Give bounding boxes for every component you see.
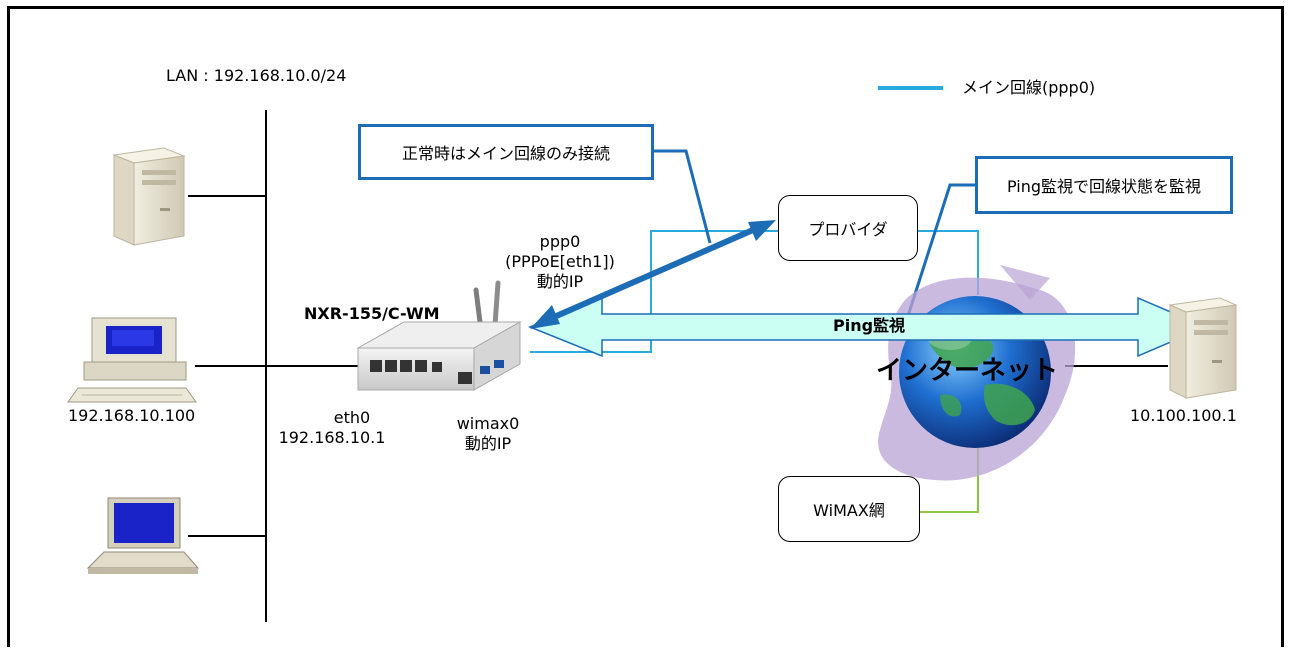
eth0-label-group: eth0 192.168.10.1 bbox=[262, 408, 402, 448]
lan-label: LAN : 192.168.10.0/24 bbox=[166, 66, 346, 86]
wimax0-address: 動的IP bbox=[440, 434, 536, 454]
callout-main-only: 正常時はメイン回線のみ接続 bbox=[358, 124, 654, 180]
wimax-network-node: WiMAX網 bbox=[778, 476, 920, 542]
pc-ip-label: 192.168.10.100 bbox=[68, 406, 195, 426]
ppp0-name: ppp0 bbox=[505, 232, 615, 252]
internet-label: インターネット bbox=[876, 356, 1058, 386]
router-icon bbox=[358, 283, 520, 390]
provider-node: プロバイダ bbox=[778, 195, 918, 261]
lan-pc-icon bbox=[68, 318, 196, 402]
server-ip-label: 10.100.100.1 bbox=[1130, 406, 1237, 426]
wimax0-label-group: wimax0 動的IP bbox=[440, 414, 536, 454]
remote-server-icon bbox=[1170, 298, 1236, 398]
ppp0-type: (PPPoE[eth1]) bbox=[505, 252, 615, 272]
router-model-label: NXR-155/C-WM bbox=[304, 304, 440, 324]
lan-laptop-icon bbox=[88, 498, 198, 574]
wimax0-name: wimax0 bbox=[440, 414, 536, 434]
ppp0-label-group: ppp0 (PPPoE[eth1]) 動的IP bbox=[505, 232, 615, 292]
ppp0-address: 動的IP bbox=[505, 272, 615, 292]
ping-arrow-label: Ping監視 bbox=[833, 316, 905, 336]
callout-main-only-text: 正常時はメイン回線のみ接続 bbox=[402, 140, 610, 164]
wimax-network-label: WiMAX網 bbox=[813, 497, 885, 521]
callout-main-only-connector bbox=[653, 151, 710, 243]
provider-node-label: プロバイダ bbox=[808, 216, 887, 240]
eth0-name: eth0 bbox=[262, 408, 402, 428]
callout-ping-watch: Ping監視で回線状態を監視 bbox=[975, 156, 1233, 214]
callout-ping-watch-text: Ping監視で回線状態を監視 bbox=[1007, 173, 1201, 197]
legend-main-label: メイン回線(ppp0) bbox=[962, 78, 1095, 98]
lan-server-icon bbox=[114, 148, 184, 245]
eth0-address: 192.168.10.1 bbox=[262, 428, 402, 448]
